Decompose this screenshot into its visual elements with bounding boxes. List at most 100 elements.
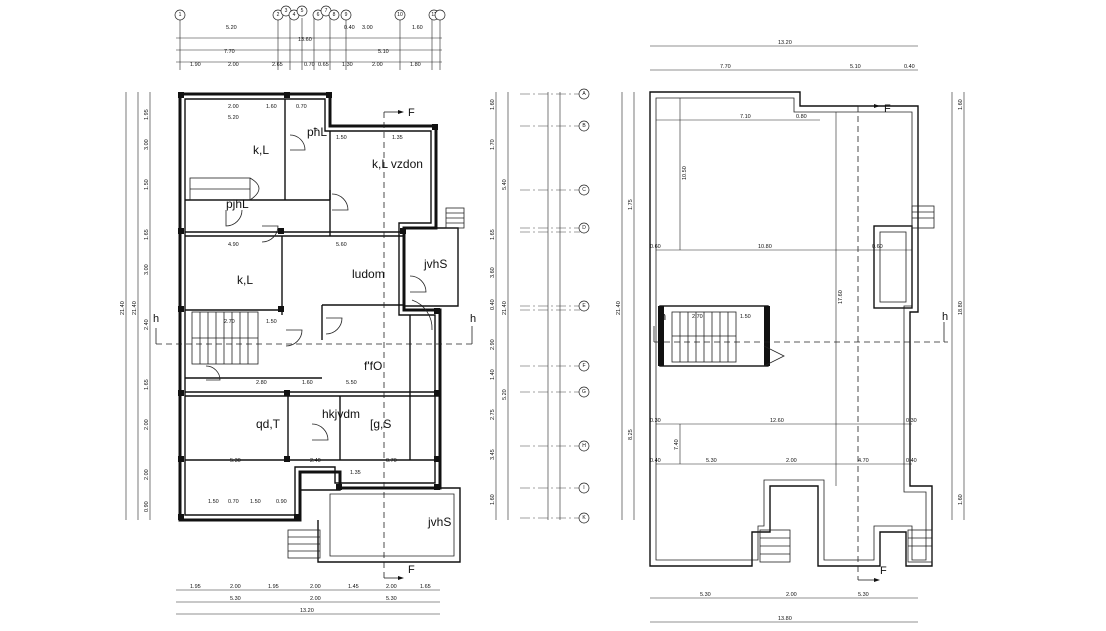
- svg-text:3.00: 3.00: [144, 264, 150, 275]
- dim-text: 0.30: [906, 418, 917, 424]
- bottom-dimensions: 1.95 2.00 1.95 2.00 1.45 2.00 1.65 5.30 …: [176, 584, 440, 615]
- balcony-right: [404, 207, 465, 307]
- section-label-h-right: h: [942, 311, 948, 323]
- dim-text: 2.65: [272, 62, 283, 68]
- dim-text: 0.65: [318, 62, 329, 68]
- dim-text: 1.65: [490, 229, 496, 240]
- dim-text: 0.40: [344, 25, 355, 31]
- dim-text: 4.70: [858, 458, 869, 464]
- dim-text: 1.60: [412, 25, 423, 31]
- room-label-phl: pħL: [307, 125, 327, 139]
- svg-text:1.50: 1.50: [144, 179, 150, 190]
- axis-bubble-f: F: [582, 363, 585, 369]
- axis-bubble-i: I: [583, 485, 584, 491]
- dim-text: 1.60: [266, 104, 277, 110]
- small-stair: [189, 177, 260, 201]
- dim-text: 10.50: [682, 166, 688, 180]
- dim-text: 2.70: [692, 314, 703, 320]
- dim-text: 1.95: [190, 584, 201, 590]
- section-label-f-bottom: F: [880, 565, 887, 577]
- dim-text: 21.40: [120, 301, 126, 315]
- dim-text: 1.50: [250, 499, 261, 505]
- dim-text: 2.75: [490, 409, 496, 420]
- top-dimensions: 5.20 13.60 0.40 3.00 1.60 7.70 5.10 1.90…: [190, 25, 423, 68]
- dim-text: 5.50: [346, 380, 357, 386]
- axis-bubble-5: 5: [301, 8, 304, 14]
- dim-text: 0.80: [796, 114, 807, 120]
- axis-bubble-8: 8: [333, 12, 336, 18]
- dim-text: 4.90: [228, 242, 239, 248]
- dim-text: 7.40: [674, 439, 680, 450]
- dim-text: 5.30: [858, 592, 869, 598]
- dim-text: 5.10: [378, 49, 389, 55]
- dim-text: 1.70: [490, 139, 496, 150]
- dim-text: 0.40: [904, 64, 915, 70]
- dim-text: 13.60: [298, 37, 312, 43]
- section-lines: F F h h: [153, 107, 476, 580]
- dim-text: 17.60: [838, 290, 844, 304]
- dim-text: 1.60: [490, 494, 496, 505]
- dim-text: 1.35: [392, 135, 403, 141]
- dim-text: 1.60: [490, 99, 496, 110]
- dim-text: 3.60: [490, 267, 496, 278]
- room-label-pjhl: pjhL: [226, 197, 249, 211]
- dim-text: 18.80: [958, 301, 964, 315]
- dim-text: 2.40: [310, 458, 321, 464]
- dim-text: 13.20: [300, 608, 314, 614]
- dim-text: 0.70: [296, 104, 307, 110]
- dim-text: 1.90: [190, 62, 201, 68]
- axis-bubble-e: E: [582, 303, 586, 309]
- dim-text: 0.70: [304, 62, 315, 68]
- svg-text:2.00: 2.00: [144, 469, 150, 480]
- dim-text: 0.40: [906, 458, 917, 464]
- axis-bubble-g: G: [582, 389, 586, 395]
- dim-text: 1.50: [336, 135, 347, 141]
- axis-bubble-4: 4: [293, 12, 296, 18]
- roof-outline: [649, 91, 933, 567]
- left-floor-plan: 1 2 3 4 5 6 7 8 9 10 11 5.20 13.60 0.40 …: [120, 5, 590, 615]
- dim-text: 2.00: [386, 584, 397, 590]
- right-floor-plan: 13.20 7.70 5.10 0.40: [616, 40, 965, 623]
- inner-dimensions: 5.20 2.00 1.60 0.70 4.90 5.60 2.70 1.50 …: [208, 104, 403, 505]
- section-label-h-right: h: [470, 313, 476, 325]
- dim-text: 5.60: [336, 242, 347, 248]
- axis-bubble-c: C: [582, 187, 586, 193]
- balcony-bottom: [287, 487, 461, 563]
- dim-text: 1.60: [958, 494, 964, 505]
- room-label-ffo: f'fO: [364, 359, 382, 373]
- section-label-h-left: h: [153, 313, 159, 325]
- doors: [205, 134, 433, 441]
- axis-bubble-7: 7: [325, 8, 328, 14]
- dim-text: 0.30: [650, 418, 661, 424]
- dim-text: 7.70: [720, 64, 731, 70]
- dim-text: 5.30: [386, 596, 397, 602]
- dim-text: 0.70: [386, 458, 397, 464]
- axis-bubble-k: K: [582, 515, 586, 521]
- axis-bubble-1: 1: [179, 12, 182, 18]
- axis-bubble-3: 3: [285, 8, 288, 14]
- room-label-jvhs-right: jvhS: [423, 257, 447, 271]
- dim-text: 2.80: [256, 380, 267, 386]
- dim-text: 3.00: [362, 25, 373, 31]
- dim-text: 1.60: [302, 380, 313, 386]
- section-label-h-left: h: [660, 311, 666, 323]
- room-label-jvhs-bottom: jvhS: [427, 515, 451, 529]
- axis-bubble-9: 9: [345, 12, 348, 18]
- dim-text: 2.90: [490, 339, 496, 350]
- room-label-qdt: qd,T: [256, 417, 281, 431]
- dim-text: 3.45: [490, 449, 496, 460]
- left-dimensions: 21.40 21.40 1.95 3.00 1.50 1.65 3.00 2.4…: [120, 92, 151, 520]
- dim-text: 5.20: [228, 115, 239, 121]
- room-label-ludom: ludom: [352, 267, 385, 281]
- dim-text: 5.40: [502, 179, 508, 190]
- dim-text: 12.60: [770, 418, 784, 424]
- dim-text: 5.10: [850, 64, 861, 70]
- dim-text: 0.60: [650, 244, 661, 250]
- dim-text: 13.80: [778, 616, 792, 622]
- dim-text: 1.80: [410, 62, 421, 68]
- axis-bubble-10: 10: [397, 12, 403, 18]
- columns: [178, 92, 440, 520]
- dim-text: 5.30: [230, 596, 241, 602]
- dim-text: 2.00: [228, 104, 239, 110]
